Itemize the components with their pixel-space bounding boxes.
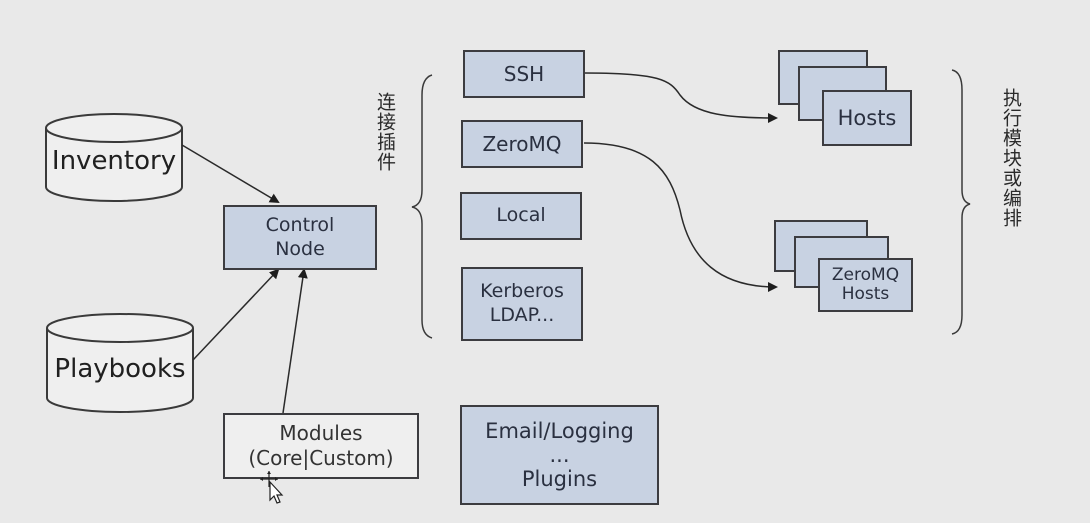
plugin-local-box: Local (460, 192, 582, 240)
plugin-ldap-label: LDAP... (489, 304, 555, 326)
modules-box: Modules (Core|Custom) (223, 413, 419, 479)
plugin-ssh-box: SSH (463, 50, 585, 98)
plugin-kerberos-label: Kerberos (480, 280, 564, 303)
connection-plugins-label: 连接插件 (374, 92, 396, 172)
arrow-playbooks-to-control (192, 268, 280, 361)
other-plugins-box: Email/Logging ... Plugins (460, 405, 659, 505)
plugin-kerberos-ldap-box: Kerberos LDAP... (461, 267, 583, 341)
other-plugins-ellipsis: ... (549, 442, 570, 467)
modules-line-1: Modules (279, 421, 363, 445)
control-node-line-1: Control (265, 213, 335, 236)
playbooks-cylinder (46, 313, 194, 413)
arrow-modules-to-control (282, 268, 308, 414)
zeromq-hosts-box: ZeroMQ Hosts (818, 258, 913, 312)
hosts-label: Hosts (837, 105, 897, 130)
arrow-zeromq-to-zeromq-hosts (583, 142, 778, 292)
plugin-zeromq-label: ZeroMQ (482, 131, 562, 156)
inventory-label: Inventory (51, 146, 177, 176)
arrow-inventory-to-control (181, 144, 280, 204)
plugin-local-label: Local (496, 204, 546, 227)
hosts-box: Hosts (822, 90, 912, 146)
modules-line-2: (Core|Custom) (248, 446, 394, 470)
control-node-line-2: Node (275, 237, 325, 260)
execution-brace (951, 69, 971, 335)
playbooks-label: Playbooks (54, 354, 186, 384)
zeromq-hosts-line-2: Hosts (841, 284, 890, 304)
connection-plugins-brace (411, 74, 433, 339)
execution-label: 执行模块或编排 (1000, 88, 1022, 228)
inventory-cylinder (45, 113, 183, 202)
control-node-box: Control Node (223, 205, 377, 270)
plugin-ssh-label: SSH (503, 61, 545, 86)
plugin-zeromq-box: ZeroMQ (461, 120, 583, 168)
other-plugins-line-3: Plugins (521, 467, 598, 492)
other-plugins-line-1: Email/Logging (485, 418, 634, 443)
zeromq-hosts-line-1: ZeroMQ (831, 265, 900, 286)
mouse-cursor-icon (260, 471, 284, 504)
arrow-ssh-to-hosts (583, 72, 778, 123)
